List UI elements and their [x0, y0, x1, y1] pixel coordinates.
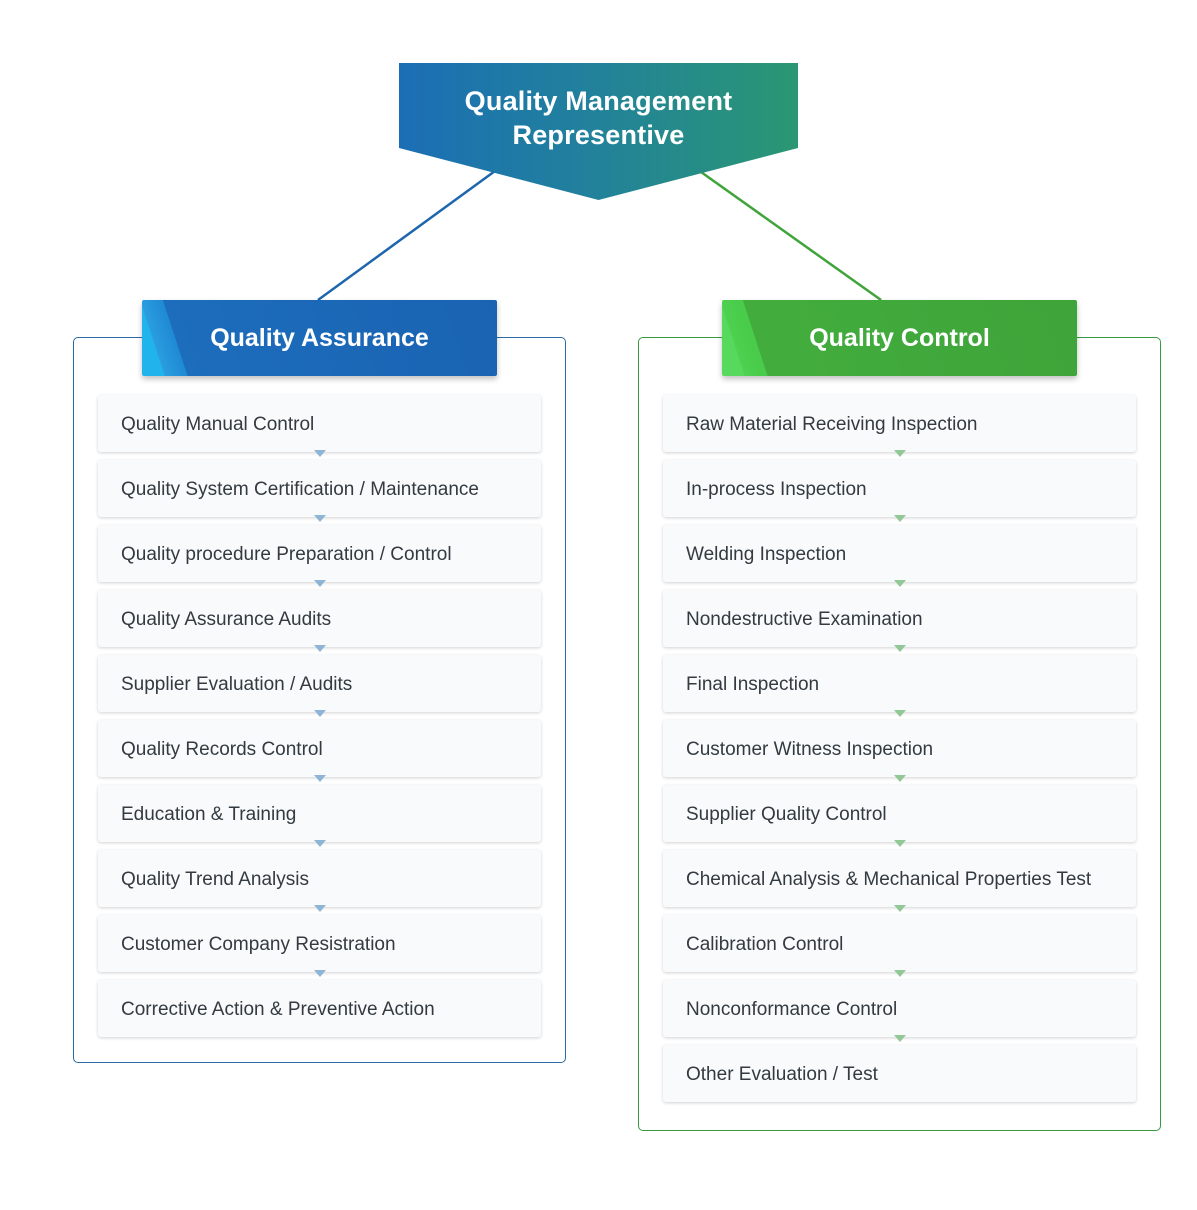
quality-assurance-item: Quality Records Control: [98, 720, 541, 782]
quality-control-item-label: Customer Witness Inspection: [686, 738, 934, 760]
quality-assurance-item-label: Quality procedure Preparation / Control: [121, 543, 452, 565]
quality-control-item-label: Nonconformance Control: [686, 998, 898, 1020]
quality-assurance-item: Quality System Certification / Maintenan…: [98, 460, 541, 522]
quality-control-item: Supplier Quality Control: [663, 785, 1136, 847]
quality-assurance-item: Corrective Action & Preventive Action: [98, 980, 541, 1037]
quality-control-item: Other Evaluation / Test: [663, 1045, 1136, 1102]
flow-arrow-icon: [893, 515, 906, 522]
quality-assurance-item-label: Quality Manual Control: [121, 413, 315, 435]
quality-assurance-item-label: Customer Company Resistration: [121, 933, 396, 955]
quality-control-item: Welding Inspection: [663, 525, 1136, 587]
quality-assurance-item: Supplier Evaluation / Audits: [98, 655, 541, 717]
quality-control-item: Calibration Control: [663, 915, 1136, 977]
quality-assurance-header: Quality Assurance: [142, 300, 497, 376]
quality-assurance-item: Quality Trend Analysis: [98, 850, 541, 912]
flow-arrow-icon: [313, 775, 326, 782]
quality-control-item-label: Welding Inspection: [686, 543, 847, 565]
flow-arrow-icon: [313, 840, 326, 847]
quality-control-item-label: Raw Material Receiving Inspection: [686, 413, 978, 435]
quality-control-item: Raw Material Receiving Inspection: [663, 395, 1136, 457]
flow-arrow-icon: [313, 580, 326, 587]
quality-control-item-label: Final Inspection: [686, 673, 820, 695]
quality-assurance-item-label: Quality Records Control: [121, 738, 323, 760]
quality-assurance-item-label: Quality Assurance Audits: [121, 608, 332, 630]
quality-control-item-label: Chemical Analysis & Mechanical Propertie…: [686, 868, 1092, 890]
quality-assurance-item: Quality Assurance Audits: [98, 590, 541, 652]
flow-arrow-icon: [313, 905, 326, 912]
quality-assurance-title: Quality Assurance: [210, 323, 429, 352]
quality-assurance-item-label: Quality System Certification / Maintenan…: [121, 478, 479, 500]
quality-assurance-item-label: Supplier Evaluation / Audits: [121, 673, 353, 695]
quality-control-item-label: Other Evaluation / Test: [686, 1063, 878, 1085]
flow-arrow-icon: [313, 970, 326, 977]
flow-arrow-icon: [313, 710, 326, 717]
quality-assurance-item-label: Education & Training: [121, 803, 297, 825]
quality-control-item: Nondestructive Examination: [663, 590, 1136, 652]
quality-assurance-item: Quality Manual Control: [98, 395, 541, 457]
quality-assurance-item: Quality procedure Preparation / Control: [98, 525, 541, 587]
flow-arrow-icon: [893, 905, 906, 912]
quality-control-item: Chemical Analysis & Mechanical Propertie…: [663, 850, 1136, 912]
root-title-line-2: Representive: [512, 120, 685, 150]
flow-arrow-icon: [893, 775, 906, 782]
flow-arrow-icon: [893, 450, 906, 457]
flow-arrow-icon: [313, 645, 326, 652]
flow-arrow-icon: [313, 515, 326, 522]
quality-control-item: Final Inspection: [663, 655, 1136, 717]
connector-to-quality-control: [700, 170, 882, 302]
flow-arrow-icon: [313, 450, 326, 457]
quality-control-item-label: Nondestructive Examination: [686, 608, 923, 630]
quality-control-item: Nonconformance Control: [663, 980, 1136, 1042]
quality-control-title: Quality Control: [809, 323, 990, 352]
quality-assurance-item: Customer Company Resistration: [98, 915, 541, 977]
root-title-line-1: Quality Management: [464, 86, 733, 116]
quality-control-item: Customer Witness Inspection: [663, 720, 1136, 782]
quality-control-item-label: Calibration Control: [686, 933, 844, 955]
quality-assurance-item: Education & Training: [98, 785, 541, 847]
quality-control-item-label: In-process Inspection: [686, 478, 867, 500]
flow-arrow-icon: [893, 710, 906, 717]
quality-assurance-item-label: Quality Trend Analysis: [121, 868, 309, 890]
quality-control-item: In-process Inspection: [663, 460, 1136, 522]
quality-assurance-item-label: Corrective Action & Preventive Action: [121, 998, 435, 1020]
connector-to-quality-assurance: [317, 169, 496, 302]
root-node-title: Quality Management Representive: [399, 84, 798, 152]
flow-arrow-icon: [893, 580, 906, 587]
flow-arrow-icon: [893, 1035, 906, 1042]
flow-arrow-icon: [893, 645, 906, 652]
flow-arrow-icon: [893, 970, 906, 977]
quality-control-header: Quality Control: [722, 300, 1077, 376]
quality-control-item-label: Supplier Quality Control: [686, 803, 887, 825]
flow-arrow-icon: [893, 840, 906, 847]
